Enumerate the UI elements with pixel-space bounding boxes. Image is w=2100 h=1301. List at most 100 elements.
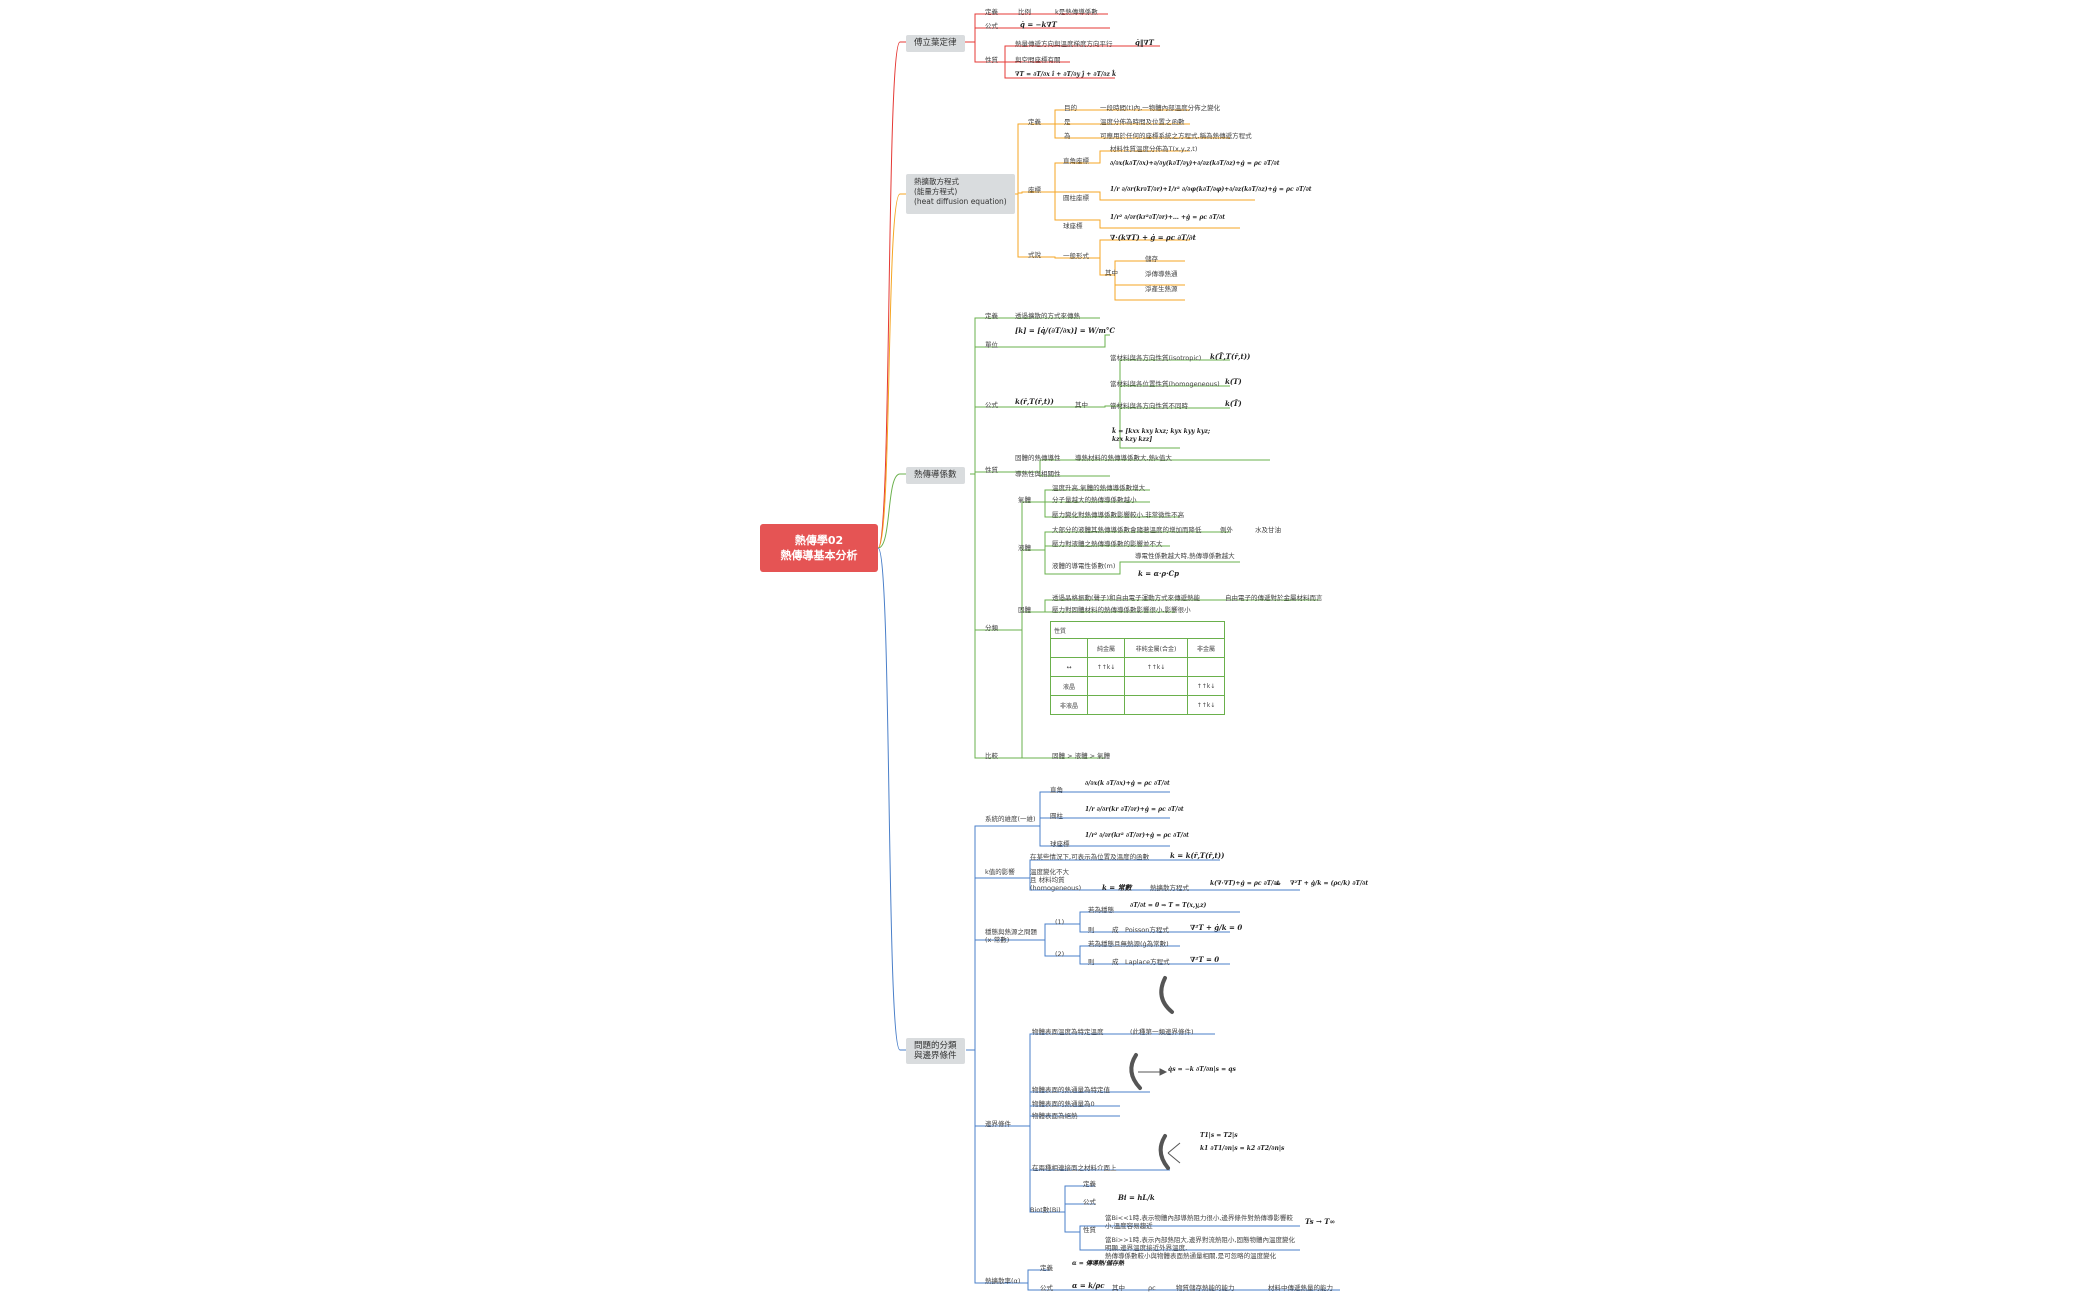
formula[interactable]: ∂/∂x(k∂T/∂x)+∂/∂y(k∂T/∂y)+∂/∂z(k∂T/∂z)+ġ… [1110, 160, 1280, 167]
node-label[interactable]: k值的影響 [985, 868, 1015, 876]
node-label[interactable]: 公式 [985, 401, 998, 409]
node-label[interactable]: 系統的維度(一維) [985, 815, 1036, 823]
node-label[interactable]: Biot數(Bi) [1030, 1206, 1061, 1214]
node-label[interactable]: 單位 [985, 341, 998, 349]
node-text[interactable]: 儲存 [1145, 255, 1158, 263]
node-text[interactable]: (homogeneous) [1030, 884, 1082, 892]
node-text[interactable]: 導電性係數越大時,熱傳導係數越大 [1135, 552, 1235, 560]
node-text[interactable]: 固體的熱傳導性 [1015, 454, 1061, 462]
formula[interactable]: 1/r ∂/∂r(kr ∂T/∂r)+ġ = ρc ∂T/∂t [1085, 806, 1184, 813]
formula[interactable]: q̇‖∇T [1135, 38, 1154, 47]
node-text[interactable]: 分子量越大的熱傳導係數越小 [1052, 496, 1137, 504]
node-label[interactable]: 固體 [1018, 606, 1031, 614]
node-text[interactable]: 成 [1112, 958, 1119, 966]
node-text[interactable]: 固體 > 液體 > 氣體 [1052, 752, 1111, 760]
formula[interactable]: ∇T = ∂T/∂x î + ∂T/∂y ĵ + ∂T/∂z k̂ [1015, 71, 1117, 78]
node-text[interactable]: 物體表面為絕熱 [1032, 1112, 1078, 1120]
formula[interactable]: ∇²T = 0 [1190, 955, 1220, 964]
node-text[interactable]: 在某些情況下,可表示為位置及溫度的函數 [1030, 853, 1150, 861]
topic-boundary-conditions[interactable]: 問題的分類 與邊界條件 [906, 1038, 965, 1064]
root-topic[interactable]: 熱傳學02 熱傳導基本分析 [760, 524, 878, 572]
formula[interactable]: k = 常數 [1102, 883, 1132, 892]
node-text[interactable]: 圓柱 [1050, 812, 1063, 820]
formula[interactable]: k(T) [1225, 377, 1242, 386]
formula[interactable]: ∂T/∂t = 0 ⇒ T = T(x,y,z) [1130, 902, 1207, 909]
node-text[interactable]: 淨傳導熱通 [1145, 270, 1178, 278]
node-text[interactable]: 壓力變化對熱傳導係數影響較小,非常微性不高 [1052, 511, 1185, 519]
node-text[interactable]: 透過晶格振動(聲子)和自由電子運動方式來傳遞熱能 [1052, 594, 1201, 602]
node-label[interactable]: 性質 [985, 466, 998, 474]
node-text[interactable]: 導熱性與相關性 [1015, 470, 1061, 478]
formula[interactable]: k = k(r̄,T(r̄,t)) [1170, 851, 1225, 860]
node-label[interactable]: 邊界條件 [985, 1120, 1011, 1128]
formula[interactable]: 1/r² ∂/∂r(kr²∂T/∂r)+… +ġ = ρc ∂T/∂t [1110, 214, 1225, 221]
formula[interactable]: ⇒ [1275, 879, 1281, 888]
formula[interactable]: k = α·ρ·Cp [1138, 569, 1179, 578]
node-text[interactable]: 熱傳導係數較小與物體表面熱通量相關,是可忽略的溫度變化 [1105, 1252, 1277, 1260]
node-tag[interactable]: 目的 [1064, 104, 1077, 112]
formula[interactable]: ∇·(k∇T) + ġ = ρc ∂T/∂t [1110, 233, 1196, 242]
node-tag[interactable]: 為 [1064, 132, 1071, 140]
node-label[interactable]: 比較 [985, 752, 998, 760]
node-label[interactable]: 穩態與熱源之問題 [985, 928, 1037, 936]
node-label[interactable]: (x-常數) [985, 936, 1010, 944]
node-text[interactable]: 若為穩態 [1088, 906, 1114, 914]
node-text[interactable]: 定義 [1083, 1180, 1096, 1188]
node-label[interactable]: 分類 [985, 624, 998, 632]
node-text[interactable]: 若為穩態且無熱源(ġ為常數) [1088, 940, 1169, 948]
node-label[interactable]: 定義 [985, 312, 998, 320]
node-text[interactable]: 物體表面的熱通量為0 [1032, 1100, 1095, 1108]
formula[interactable]: k1 ∂T1/∂n|s = k2 ∂T2/∂n|s [1200, 1145, 1285, 1152]
node-text[interactable]: 且 材料均質 [1030, 876, 1065, 884]
formula[interactable]: α = 傳導熱/儲存熱 [1072, 1260, 1125, 1267]
node-text[interactable]: Laplace方程式 [1125, 958, 1170, 966]
formula[interactable]: k(r̄,T(r̄,t)) [1015, 397, 1054, 406]
node-text[interactable]: 在兩種相連接面之材料介面上 [1032, 1164, 1117, 1172]
node-label[interactable]: 液體 [1018, 544, 1031, 552]
node-text[interactable]: 當Bi>>1時,表示內部熱阻大,邊界對流熱阻小,固態物體內溫度變化明顯,邊界溫度… [1105, 1236, 1295, 1252]
node-label[interactable]: 熱擴散率(α) [985, 1277, 1021, 1285]
node-label[interactable]: 公式 [985, 22, 998, 30]
node-text[interactable]: 球座標 [1063, 222, 1083, 230]
node-text[interactable]: 大部分的液體其熱傳導係數會隨著溫度的增加而降低 [1052, 526, 1202, 534]
node-text[interactable]: 其中 [1112, 1284, 1125, 1292]
node-text[interactable]: 當材料與各位置性質(homogeneous) [1110, 380, 1220, 388]
formula[interactable]: Bi = hL/k [1118, 1193, 1155, 1202]
node-label[interactable]: 定義 [1028, 118, 1041, 126]
node-tag[interactable]: (2) [1055, 950, 1065, 958]
node-text[interactable]: 透過擴散的方式來傳熱 [1015, 312, 1080, 320]
topic-fourier-law[interactable]: 傅立葉定律 [906, 35, 965, 52]
node-text[interactable]: 當材料與各方向性質不同時 [1110, 402, 1188, 410]
node-label[interactable]: 座標 [1028, 186, 1041, 194]
node-text[interactable]: 物體表面的熱通量為特定值 [1032, 1086, 1110, 1094]
node-text[interactable]: 球座標 [1050, 840, 1070, 848]
formula[interactable]: α = k/ρc [1072, 1281, 1105, 1290]
formula[interactable]: k̄ = [kxx kxy kxz; kyx kyy kyz; kzx kzy … [1112, 428, 1211, 443]
node-text[interactable]: 溫度升高,氣體的熱傳導係數增大 [1052, 484, 1146, 492]
node-text[interactable]: 直角座標 [1063, 157, 1089, 165]
node-text[interactable]: 直角 [1050, 786, 1063, 794]
node-text[interactable]: 與空間座標有關 [1015, 56, 1061, 64]
node-text[interactable]: 定義 [1040, 1264, 1053, 1272]
node-label[interactable]: 氣體 [1018, 496, 1031, 504]
node-text[interactable]: Poisson方程式 [1125, 926, 1169, 934]
formula[interactable]: ∇²T + ġ/k = 0 [1190, 923, 1243, 932]
node-label[interactable]: 其中 [1105, 269, 1118, 277]
node-text[interactable]: 可應用於任何的座標系統之方程式,稱為熱傳遞方程式 [1100, 132, 1252, 140]
node-text[interactable]: 液體的導電性係數(m) [1052, 562, 1116, 570]
node-text[interactable]: 物質儲存熱能的能力 [1176, 1284, 1235, 1292]
node-tag[interactable]: 是 [1064, 118, 1071, 126]
node-text[interactable]: 當Bi<<1時,表示物體內部導熱阻力很小,邊界條件對熱傳導影響較小,溫度容易趨近 [1105, 1214, 1293, 1230]
formula[interactable]: [k] = [q̇/(∂T/∂x)] = W/m°C [1015, 326, 1115, 335]
node-text[interactable]: 水及甘油 [1255, 526, 1281, 534]
node-text[interactable]: 例外 [1220, 526, 1233, 534]
node-label[interactable]: 定義 [985, 8, 998, 16]
node-text[interactable]: k是熱傳導係數 [1055, 8, 1098, 16]
node-text[interactable]: 溫度變化不大 [1030, 868, 1069, 876]
formula[interactable]: k(T̄,T(r̄,t)) [1210, 352, 1251, 361]
node-label[interactable]: 其中 [1075, 401, 1088, 409]
node-text[interactable]: 材料性質溫度分佈為T(x,y,z,t) [1110, 145, 1198, 153]
topic-thermal-conductivity[interactable]: 熱傳導係數 [906, 467, 965, 484]
formula[interactable]: 1/r² ∂/∂r(kr² ∂T/∂r)+ġ = ρc ∂T/∂t [1085, 832, 1189, 839]
node-label[interactable]: 式說 [1028, 251, 1041, 259]
